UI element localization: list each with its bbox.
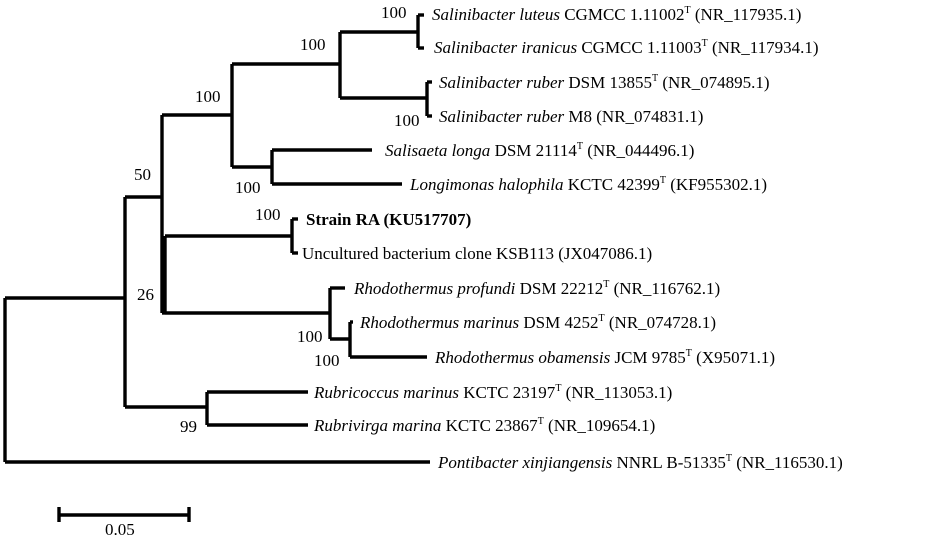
taxon-salisaeta-longa: Salisaeta longa DSM 21114T (NR_044496.1) <box>385 141 694 160</box>
bootstrap-luteus-iranicus: 100 <box>381 3 407 22</box>
scale-bar-label: 0.05 <box>105 520 135 539</box>
taxon-salinibacter-ruber-dsm: Salinibacter ruber DSM 13855T (NR_074895… <box>439 73 770 92</box>
scale-bar-line <box>57 507 191 522</box>
taxon-salinibacter-iranicus: Salinibacter iranicus CGMCC 1.11003T (NR… <box>434 38 819 57</box>
taxon-rhodothermus-profundi: Rhodothermus profundi DSM 22212T (NR_116… <box>353 279 720 298</box>
taxon-strain-ra: Strain RA (KU517707) <box>306 210 471 229</box>
taxon-pontibacter-xinjiangensis: Pontibacter xinjiangensis NNRL B-51335T … <box>437 453 843 472</box>
bootstrap-salisaeta-longimonas: 100 <box>235 178 261 197</box>
tree-branches <box>3 13 432 464</box>
taxon-rhodothermus-obamensis: Rhodothermus obamensis JCM 9785T (X95071… <box>434 348 775 367</box>
taxon-uncultured-clone: Uncultured bacterium clone KSB113 (JX047… <box>302 244 652 263</box>
bootstrap-clade-26: 26 <box>137 285 154 304</box>
bootstrap-rubricoccus-rubrivirga: 99 <box>180 417 197 436</box>
bootstrap-values: 100 100 100 100 100 50 100 26 100 100 99 <box>134 3 420 436</box>
taxon-labels: Salinibacter luteus CGMCC 1.11002T (NR_1… <box>302 5 843 472</box>
scale-bar: 0.05 <box>57 507 191 539</box>
taxon-longimonas-halophila: Longimonas halophila KCTC 42399T (KF9553… <box>409 175 767 194</box>
taxon-rubricoccus-marinus: Rubricoccus marinus KCTC 23197T (NR_1130… <box>313 383 672 402</box>
bootstrap-rhodothermus: 100 <box>297 327 323 346</box>
bootstrap-marinus-obamensis: 100 <box>314 351 340 370</box>
bootstrap-strain-ra-clade: 100 <box>255 205 281 224</box>
taxon-salinibacter-ruber-m8: Salinibacter ruber M8 (NR_074831.1) <box>439 107 703 126</box>
bootstrap-clade-50: 50 <box>134 165 151 184</box>
bootstrap-ruber: 100 <box>394 111 420 130</box>
taxon-rhodothermus-marinus: Rhodothermus marinus DSM 4252T (NR_07472… <box>359 313 716 332</box>
bootstrap-salinibacter: 100 <box>300 35 326 54</box>
taxon-salinibacter-luteus: Salinibacter luteus CGMCC 1.11002T (NR_1… <box>432 5 801 24</box>
bootstrap-salinibacter-group: 100 <box>195 87 221 106</box>
taxon-rubrivirga-marina: Rubrivirga marina KCTC 23867T (NR_109654… <box>313 416 655 435</box>
